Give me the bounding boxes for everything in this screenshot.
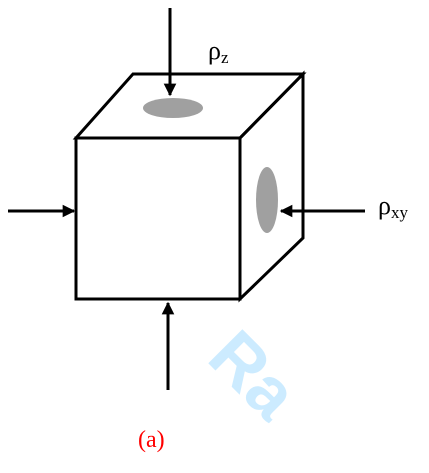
label-rho-xy: ρxy <box>378 191 408 222</box>
label-rho-z: ρz <box>208 36 229 67</box>
side-contact-ellipse <box>256 167 278 233</box>
top-contact-ellipse <box>143 98 203 118</box>
figure-caption: (a) <box>138 427 165 453</box>
rho-symbol: ρ <box>208 36 221 65</box>
rho-z-subscript: z <box>220 48 229 67</box>
rho-symbol: ρ <box>378 191 391 220</box>
cube-front-face <box>74 136 242 301</box>
rho-xy-subscript: xy <box>390 203 408 222</box>
